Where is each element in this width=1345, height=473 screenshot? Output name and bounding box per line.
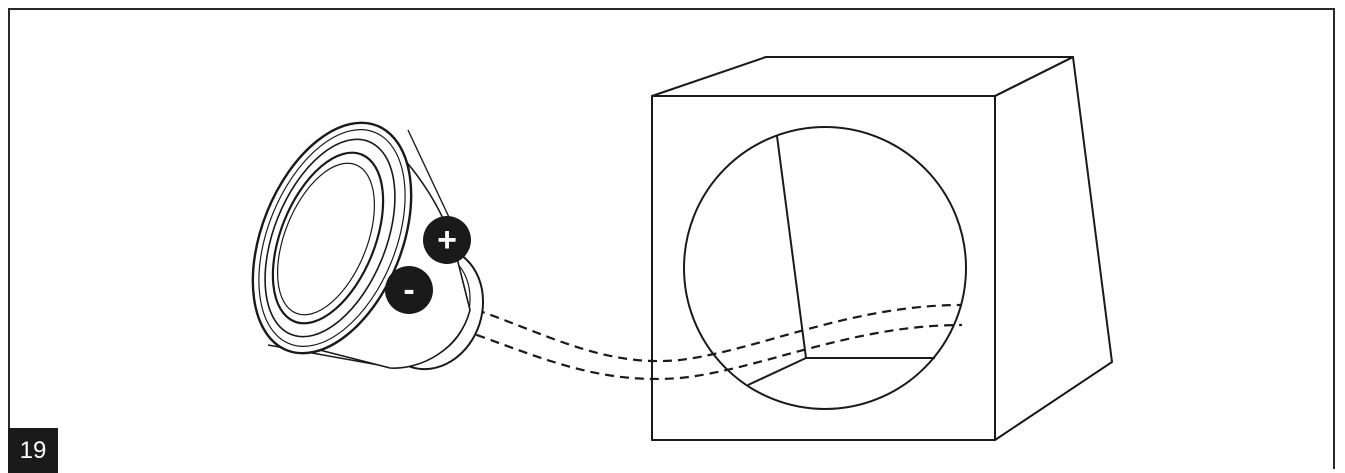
step-number-badge: 19 [8,428,58,473]
negative-terminal: - [385,266,433,314]
box-top-face [651,56,1074,97]
speaker-box-enclosure-icon [651,56,1113,441]
box-front-face [651,95,996,441]
speaker-frame-rim [251,121,413,355]
positive-terminal-circle [423,216,471,264]
negative-terminal-label: - [403,271,414,309]
dashed-wire-icon [447,303,963,380]
panel-frame [8,8,1335,469]
speaker-cone [276,162,376,316]
speaker-frame-rim-inner [258,129,406,347]
positive-terminal-label: + [437,221,457,259]
speaker-surround-inner [271,151,385,325]
speaker-surround [264,138,396,338]
box-side-face [994,56,1113,441]
positive-terminal: + [423,216,471,264]
speaker-cutout-hole [683,126,967,410]
negative-terminal-circle [385,266,433,314]
inner-edge-floor-left [747,357,807,386]
inner-edge-vertical [776,135,807,359]
wire-negative [447,323,963,380]
wire-positive [461,303,963,363]
